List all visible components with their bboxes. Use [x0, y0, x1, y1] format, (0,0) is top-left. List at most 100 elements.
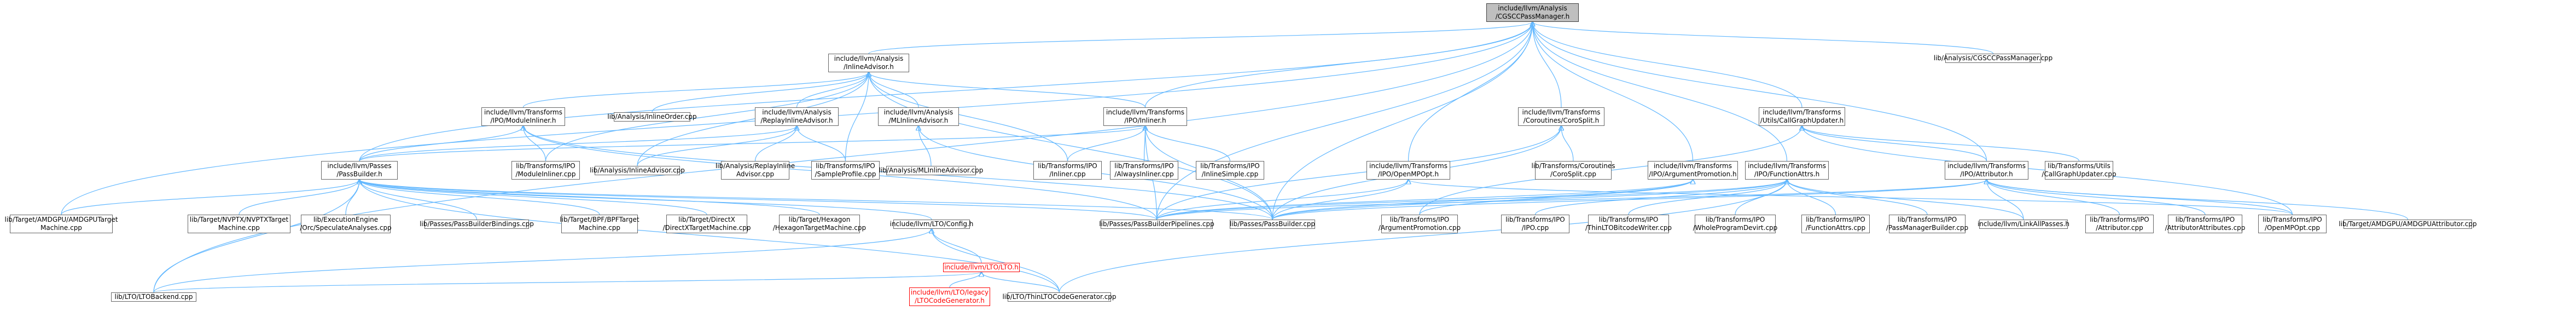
- graph-node-lib-passes-passbuilderpipelines-cpp[interactable]: lib/Passes/PassBuilderPipelines.cpp: [1099, 220, 1214, 229]
- graph-node-label: include/llvm/Transforms /Utils/CallGraph…: [1760, 108, 1844, 124]
- graph-node-label: lib/Target/AMDGPU/AMDGPUAttributor.cpp: [2339, 220, 2477, 228]
- graph-node-lib-passes-passbuilderbindings-cpp[interactable]: lib/Passes/PassBuilderBindings.cpp: [420, 220, 534, 229]
- graph-node-label: include/llvm/Analysis /ReplayInlineAdvis…: [760, 108, 833, 124]
- graph-node-include-llvm-analysis-inlineadvisor-h[interactable]: include/llvm/Analysis /InlineAdvisor.h: [828, 54, 909, 72]
- edge-pbc-to-z: [1272, 22, 1533, 220]
- graph-node-lib-analysis-cgsccpassmanager-cpp[interactable]: lib/Analysis/CGSCCPassManager.cpp: [1934, 54, 2052, 63]
- graph-node-lib-analysis-inlineadvisor-cpp[interactable]: lib/Analysis/InlineAdvisor.cpp: [590, 166, 685, 175]
- edge-amdtm-to-pb: [61, 180, 359, 215]
- graph-node-label: include/llvm/LTO/LTO.h: [944, 263, 1019, 271]
- graph-node-label: lib/Passes/PassBuilderPipelines.cpp: [1099, 220, 1214, 228]
- edge-attra-to-attr: [1987, 180, 2206, 215]
- edge-cs-to-z: [1533, 22, 1562, 108]
- graph-node-lib-transforms-ipo-argumentpromotion-cpp[interactable]: lib/Transforms/IPO /ArgumentPromotion.cp…: [1378, 215, 1461, 233]
- graph-node-lib-lto-ltobackend-cpp[interactable]: lib/LTO/LTOBackend.cpp: [111, 292, 196, 302]
- graph-node-include-llvm-transforms-utils-callgraphupdater-h[interactable]: include/llvm/Transforms /Utils/CallGraph…: [1759, 107, 1845, 126]
- graph-node-label: lib/Target/BPF/BPFTarget Machine.cpp: [560, 216, 639, 232]
- graph-node-lib-transforms-ipo-sampleprofile-cpp[interactable]: lib/Transforms/IPO /SampleProfile.cpp: [811, 161, 880, 180]
- graph-node-label: lib/Transforms/IPO /OpenMPOpt.cpp: [2263, 216, 2322, 232]
- graph-node-label: lib/Transforms/IPO /ArgumentPromotion.cp…: [1378, 216, 1461, 232]
- graph-node-include-llvm-lto-lto-h[interactable]: include/llvm/LTO/LTO.h: [943, 263, 1020, 272]
- graph-node-include-llvm-transforms-coroutines-corosplit-h[interactable]: include/llvm/Transforms /Coroutines/Coro…: [1518, 107, 1604, 126]
- graph-node-lib-transforms-ipo-moduleinliner-cpp[interactable]: lib/Transforms/IPO /ModuleInliner.cpp: [511, 161, 580, 180]
- graph-node-lib-transforms-ipo-openmpopt-cpp[interactable]: lib/Transforms/IPO /OpenMPOpt.cpp: [2258, 215, 2327, 233]
- edge-tlcg-to-fa: [1059, 180, 1787, 293]
- edge-attrc-to-attr: [1987, 180, 2120, 215]
- graph-node-lib-transforms-ipo-ipo-cpp[interactable]: lib/Transforms/IPO /IPO.cpp: [1501, 215, 1569, 233]
- graph-node-label: lib/Transforms/IPO /AttributorAttributes…: [2165, 216, 2246, 232]
- graph-node-label: lib/Transforms/IPO /Attributor.cpp: [2090, 216, 2149, 232]
- graph-node-lib-target-amdgpu-amdgpuattributor-cpp[interactable]: lib/Target/AMDGPU/AMDGPUAttributor.cpp: [2339, 220, 2477, 229]
- graph-node-lib-transforms-ipo-functionattrs-cpp[interactable]: lib/Transforms/IPO /FunctionAttrs.cpp: [1801, 215, 1870, 233]
- graph-node-include-llvm-transforms-ipo-openmpopt-h[interactable]: include/llvm/Transforms /IPO/OpenMPOpt.h: [1366, 161, 1450, 180]
- graph-node-lib-transforms-ipo-wholeprogramdevirt-cpp[interactable]: lib/Transforms/IPO /WholeProgramDevirt.c…: [1693, 215, 1777, 233]
- graph-node-label: include/llvm/Transforms /IPO/Inliner.h: [1106, 108, 1184, 124]
- edge-cgscc-to-z: [1533, 22, 1994, 54]
- edge-ria-to-ia: [796, 72, 869, 108]
- edge-sp-to-ia: [845, 72, 869, 162]
- graph-node-label: lib/Transforms/IPO /FunctionAttrs.cpp: [1805, 216, 1866, 232]
- graph-node-label: lib/Transforms/IPO /PassManagerBuilder.c…: [1886, 216, 1969, 232]
- graph-node-label: lib/Transforms/Utils /CallGraphUpdater.c…: [2042, 162, 2116, 178]
- edge-pb-to-inl: [359, 126, 1145, 162]
- edge-fac-to-fa: [1787, 180, 1836, 215]
- graph-node-lib-transforms-ipo-inlinesimple-cpp[interactable]: lib/Transforms/IPO /InlineSimple.cpp: [1196, 161, 1264, 180]
- graph-node-include-llvm-linkallpasses-h[interactable]: include/llvm/LinkAllPasses.h: [1978, 220, 2069, 229]
- edge-tlcg-to-ltoh: [981, 272, 1060, 293]
- graph-node-lib-transforms-ipo-passmanagerbuilder-cpp[interactable]: lib/Transforms/IPO /PassManagerBuilder.c…: [1886, 215, 1969, 233]
- edge-pbp-to-attr: [1156, 180, 1987, 220]
- graph-node-lib-analysis-replayinline-advisor-cpp[interactable]: lib/Analysis/ReplayInline Advisor.cpp: [716, 161, 795, 180]
- edge-isi-to-inl: [1145, 126, 1231, 162]
- graph-node-include-llvm-transforms-ipo-functionattrs-h[interactable]: include/llvm/Transforms /IPO/FunctionAtt…: [1745, 161, 1829, 180]
- graph-node-label: include/llvm/Transforms /IPO/OpenMPOpt.h: [1369, 162, 1447, 178]
- graph-node-lib-analysis-inlineorder-cpp[interactable]: lib/Analysis/InlineOrder.cpp: [607, 112, 697, 122]
- graph-node-label: lib/Transforms/Coroutines /CoroSplit.cpp: [1531, 162, 1615, 178]
- edge-lap-to-fa: [1787, 180, 2024, 220]
- graph-node-include-llvm-lto-config-h[interactable]: include/llvm/LTO/Config.h: [890, 220, 973, 229]
- graph-node-lib-transforms-ipo-thinltobitcodewriter-cpp[interactable]: lib/Transforms/IPO /ThinLTOBitcodeWriter…: [1585, 215, 1672, 233]
- graph-node-lib-transforms-coroutines-corosplit-cpp[interactable]: lib/Transforms/Coroutines /CoroSplit.cpp: [1531, 161, 1615, 180]
- graph-node-lib-target-hexagon-hexagontargetmachine-cpp[interactable]: lib/Target/Hexagon /HexagonTargetMachine…: [773, 215, 866, 233]
- edge-mi-to-ia: [522, 72, 869, 108]
- graph-node-include-llvm-transforms-ipo-moduleinliner-h[interactable]: include/llvm/Transforms /IPO/ModuleInlin…: [481, 107, 565, 126]
- graph-node-label: lib/Analysis/CGSCCPassManager.cpp: [1933, 54, 2053, 62]
- graph-node-lib-transforms-ipo-inliner-cpp[interactable]: lib/Transforms/IPO /Inliner.cpp: [1033, 161, 1102, 180]
- graph-node-include-llvm-passes-passbuilder-h[interactable]: include/llvm/Passes /PassBuilder.h: [321, 161, 398, 180]
- graph-node-lib-executionengine-orc-speculateanalyses-cpp[interactable]: lib/ExecutionEngine /Orc/SpeculateAnalys…: [300, 215, 392, 233]
- graph-node-lib-target-amdgpu-amdgputarget-machine-cpp[interactable]: lib/Target/AMDGPU/AMDGPUTarget Machine.c…: [5, 215, 118, 233]
- graph-node-include-llvm-analysis-replayinlineadvisor-h[interactable]: include/llvm/Analysis /ReplayInlineAdvis…: [755, 107, 839, 126]
- edge-pbp-to-ap: [1156, 180, 1693, 220]
- graph-node-label: include/llvm/Analysis /CGSCCPassManager.…: [1495, 4, 1570, 20]
- graph-node-lib-target-nvptx-nvptxtarget-machine-cpp[interactable]: lib/Target/NVPTX/NVPTXTarget Machine.cpp: [188, 215, 290, 233]
- graph-node-include-llvm-transforms-ipo-inliner-h[interactable]: include/llvm/Transforms /IPO/Inliner.h: [1103, 107, 1187, 126]
- edge-tlcg-to-pb: [359, 180, 1060, 293]
- edge-wpd-to-fa: [1735, 180, 1787, 215]
- graph-node-lib-target-bpf-bpftarget-machine-cpp[interactable]: lib/Target/BPF/BPFTarget Machine.cpp: [560, 215, 639, 233]
- graph-node-lib-target-directx-directxtargetmachine-cpp[interactable]: lib/Target/DirectX /DirectXTargetMachine…: [663, 215, 751, 233]
- graph-node-lib-lto-thinltocodegenerator-cpp[interactable]: lib/LTO/ThinLTOCodeGenerator.cpp: [1002, 292, 1117, 302]
- graph-node-include-llvm-transforms-ipo-argumentpromotion-h[interactable]: include/llvm/Transforms /IPO/ArgumentPro…: [1648, 161, 1738, 180]
- graph-node-label: include/llvm/Analysis /MLInlineAdvisor.h: [883, 108, 953, 124]
- edge-mliac-to-mlia: [918, 126, 932, 166]
- graph-node-lib-transforms-ipo-attributorattributes-cpp[interactable]: lib/Transforms/IPO /AttributorAttributes…: [2165, 215, 2245, 233]
- graph-node-lib-transforms-ipo-attributor-cpp[interactable]: lib/Transforms/IPO /Attributor.cpp: [2085, 215, 2154, 233]
- graph-node-label: lib/Analysis/InlineAdvisor.cpp: [590, 166, 685, 174]
- graph-node-label: include/llvm/Transforms /Coroutines/Coro…: [1522, 108, 1601, 124]
- graph-node-lib-transforms-utils-callgraphupdater-cpp[interactable]: lib/Transforms/Utils /CallGraphUpdater.c…: [2042, 161, 2116, 180]
- graph-node-label: lib/Target/NVPTX/NVPTXTarget Machine.cpp: [189, 216, 289, 232]
- edge-lap-to-attr: [1987, 180, 2024, 220]
- graph-node-include-llvm-analysis-mlinlineadvisor-h[interactable]: include/llvm/Analysis /MLInlineAdvisor.h: [878, 107, 959, 126]
- graph-node-include-llvm-transforms-ipo-attributor-h[interactable]: include/llvm/Transforms /IPO/Attributor.…: [1945, 161, 2028, 180]
- graph-node-lib-transforms-ipo-alwaysinliner-cpp[interactable]: lib/Transforms/IPO /AlwaysInliner.cpp: [1110, 161, 1178, 180]
- graph-node-lib-analysis-mlinlineadvisor-cpp[interactable]: lib/Analysis/MLInlineAdvisor.cpp: [879, 166, 983, 175]
- edge-ltoh-to-lcfg: [932, 229, 982, 263]
- graph-node-lib-passes-passbuilder-cpp[interactable]: lib/Passes/PassBuilder.cpp: [1230, 220, 1315, 229]
- edge-ltob-to-pb: [153, 180, 359, 293]
- edge-inlc-to-inl: [1067, 126, 1145, 162]
- edge-mic-to-mi: [524, 126, 546, 162]
- edge-amda-to-attr: [1987, 180, 2409, 220]
- graph-node-label: include/llvm/Transforms /IPO/ArgumentPro…: [1649, 162, 1737, 178]
- graph-node-include-llvm-lto-legacy-ltocodegenerator-h[interactable]: include/llvm/LTO/legacy /LTOCodeGenerato…: [909, 287, 990, 306]
